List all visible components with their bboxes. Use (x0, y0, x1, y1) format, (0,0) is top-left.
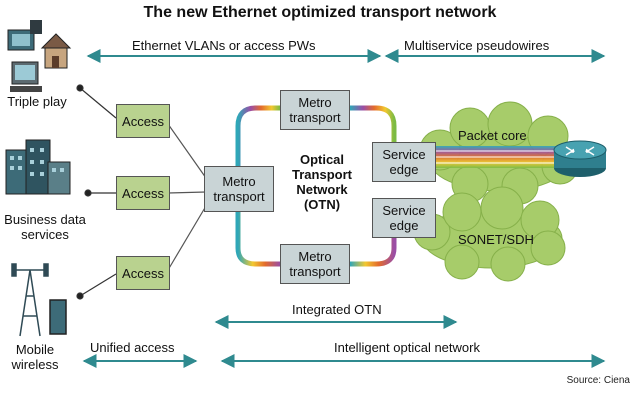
sonet-sdh-cloud (413, 186, 566, 282)
source-credit: Source: Ciena (566, 375, 630, 386)
cell-tower-icon (11, 263, 67, 337)
access-box-business: Access (116, 176, 170, 210)
triple-play-label: Triple play (7, 94, 67, 109)
business-data-label: Business data services (4, 212, 86, 242)
sonet-sdh-label: SONET/SDH (458, 232, 534, 247)
packet-core-beam (436, 146, 560, 168)
access-box-triple-play: Access (116, 104, 170, 138)
packet-core-label: Packet core (458, 128, 527, 143)
integrated-otn-label: Integrated OTN (292, 302, 382, 317)
mobile-wireless-label: Mobile wireless (11, 342, 59, 372)
business-buildings-icon (5, 139, 71, 195)
vlan-arrow-label: Ethernet VLANs or access PWs (132, 38, 316, 53)
service-links (76, 84, 117, 300)
router-icon (553, 140, 607, 177)
unified-access-label: Unified access (90, 340, 175, 355)
access-box-mobile: Access (116, 256, 170, 290)
otn-label: Optical Transport Network (OTN) (292, 152, 352, 212)
access-links (167, 123, 207, 271)
otn-ring (235, 105, 397, 267)
triple-play-icon (7, 20, 72, 92)
pseudowire-arrow-label: Multiservice pseudowires (404, 38, 550, 53)
intelligent-optical-label: Intelligent optical network (334, 340, 480, 355)
diagram-title: The new Ethernet optimized transport net… (143, 4, 497, 21)
